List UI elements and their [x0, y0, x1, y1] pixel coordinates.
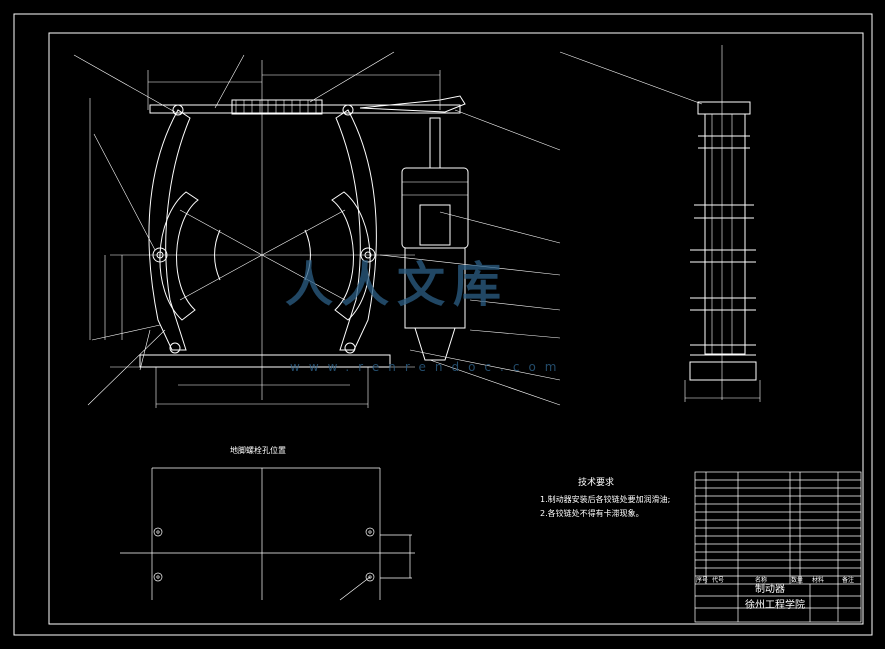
title-block-col-index: 序号	[696, 577, 709, 584]
hole-section-title: 地脚螺栓孔位置	[230, 446, 286, 455]
note-item-2: 2.各铰链处不得有卡滞现象。	[540, 509, 644, 518]
title-block-product-name: 制动器	[755, 584, 785, 595]
notes-title: 技术要求	[578, 478, 615, 488]
front-view	[73, 51, 561, 408]
inner-border	[48, 32, 864, 625]
title-block-col-code: 代号	[712, 577, 725, 584]
title-block-col-name: 名称	[755, 577, 768, 584]
hole-position-view	[120, 467, 415, 601]
title-block-col-remark: 备注	[842, 577, 855, 584]
side-view	[559, 45, 761, 402]
title-block-col-material: 材料	[812, 577, 825, 584]
title-block-school: 徐州工程学院	[745, 600, 805, 611]
note-item-1: 1.制动器安装后各铰链处要加润滑油;	[540, 495, 671, 504]
outer-border	[13, 13, 873, 636]
title-block-col-qty: 数量	[791, 577, 804, 584]
title-block	[694, 471, 862, 623]
watermark-logo: 人人文库	[285, 257, 510, 313]
watermark-url: www.renrendoc.com	[290, 360, 566, 374]
